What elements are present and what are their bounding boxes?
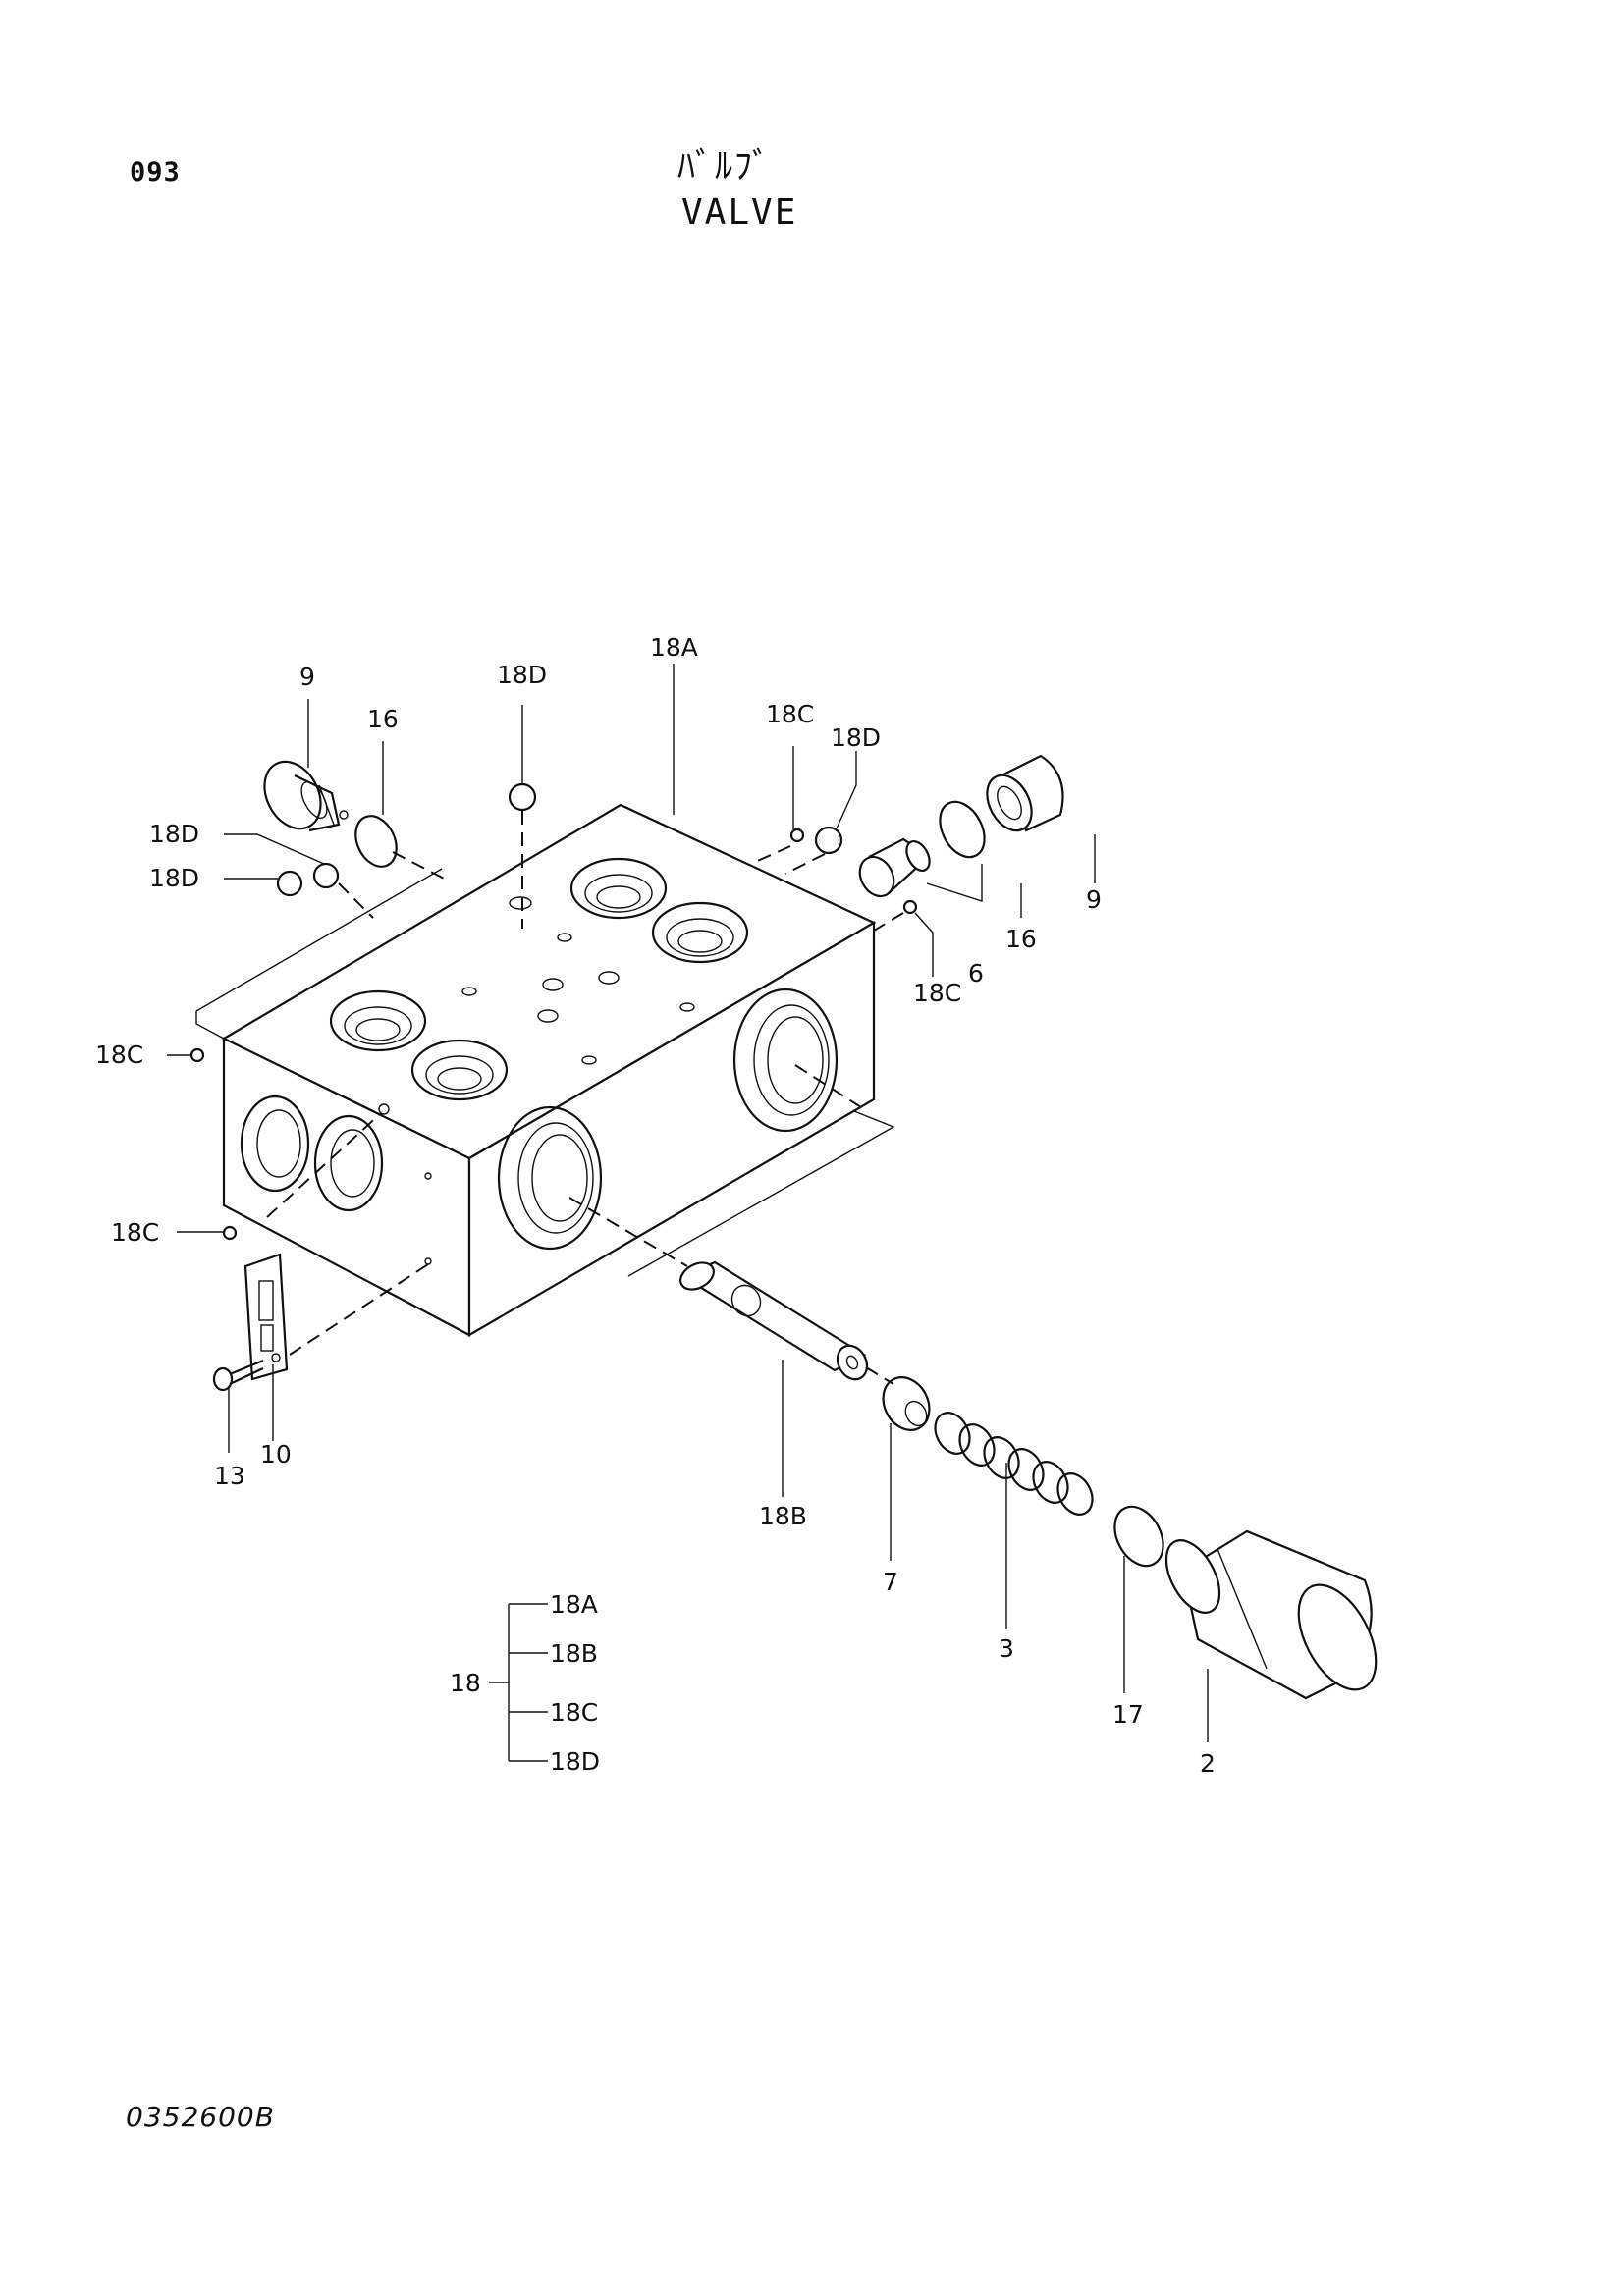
legend-parent: 18 (450, 1669, 481, 1697)
legend-child-18D: 18D (550, 1747, 600, 1776)
legend-child-18A: 18A (550, 1590, 598, 1619)
callout-18D-left-b: 18D (149, 864, 199, 892)
page-number: 093 (130, 157, 181, 187)
callout-16-left: 16 (367, 705, 399, 733)
legend-child-18C: 18C (550, 1698, 598, 1727)
callout-7: 7 (883, 1568, 898, 1596)
o-ring-left (354, 815, 398, 868)
leader-lines (167, 664, 1209, 1742)
callout-6: 6 (968, 959, 984, 988)
plug-left (263, 760, 349, 832)
cap (1164, 1529, 1378, 1700)
right-ports (497, 988, 839, 1251)
callout-18D-upper-right: 18D (831, 723, 881, 752)
callout-18C-left-b: 18C (111, 1218, 159, 1247)
balls (189, 782, 918, 1241)
callout-9-right: 9 (1086, 885, 1102, 914)
o-ring-cap (1113, 1505, 1164, 1568)
callout-10: 10 (260, 1440, 292, 1468)
callout-18A: 18A (650, 633, 698, 662)
callout-labels: 9 16 18D 18A 18C 18D 18D 18D 9 16 6 18C … (95, 633, 1216, 1778)
valve-body-block (195, 803, 895, 1337)
legend-child-18B: 18B (550, 1639, 598, 1668)
o-ring-right (939, 800, 986, 859)
callout-18D-top: 18D (497, 661, 547, 689)
assembly-legend: 18 18A 18B 18C 18D (450, 1590, 600, 1776)
callout-18B: 18B (759, 1502, 807, 1530)
callout-18C-left-a: 18C (95, 1041, 143, 1069)
spring (934, 1412, 1094, 1516)
callout-3: 3 (999, 1634, 1014, 1663)
title-english: VALVE (681, 192, 798, 233)
drawing-number: 0352600B (126, 2101, 275, 2133)
plug-right (986, 754, 1064, 832)
top-ports (329, 857, 749, 1101)
spool (679, 1260, 869, 1381)
callout-2: 2 (1200, 1749, 1216, 1778)
left-ports (240, 1095, 432, 1265)
callout-18D-left-a: 18D (149, 820, 199, 848)
check-valve (858, 837, 931, 898)
callout-18C-right: 18C (913, 979, 961, 1007)
callout-16-right: 16 (1005, 925, 1037, 953)
callout-17: 17 (1112, 1700, 1144, 1729)
title-japanese: ﾊﾞﾙﾌﾞ (677, 146, 772, 187)
screw (212, 1359, 264, 1392)
callout-18C-top: 18C (766, 700, 814, 728)
assembly-lines (266, 811, 904, 1385)
callout-13: 13 (214, 1462, 245, 1490)
spring-seat (882, 1376, 931, 1431)
callout-9-left: 9 (299, 663, 315, 691)
cover-plate (243, 1253, 289, 1381)
